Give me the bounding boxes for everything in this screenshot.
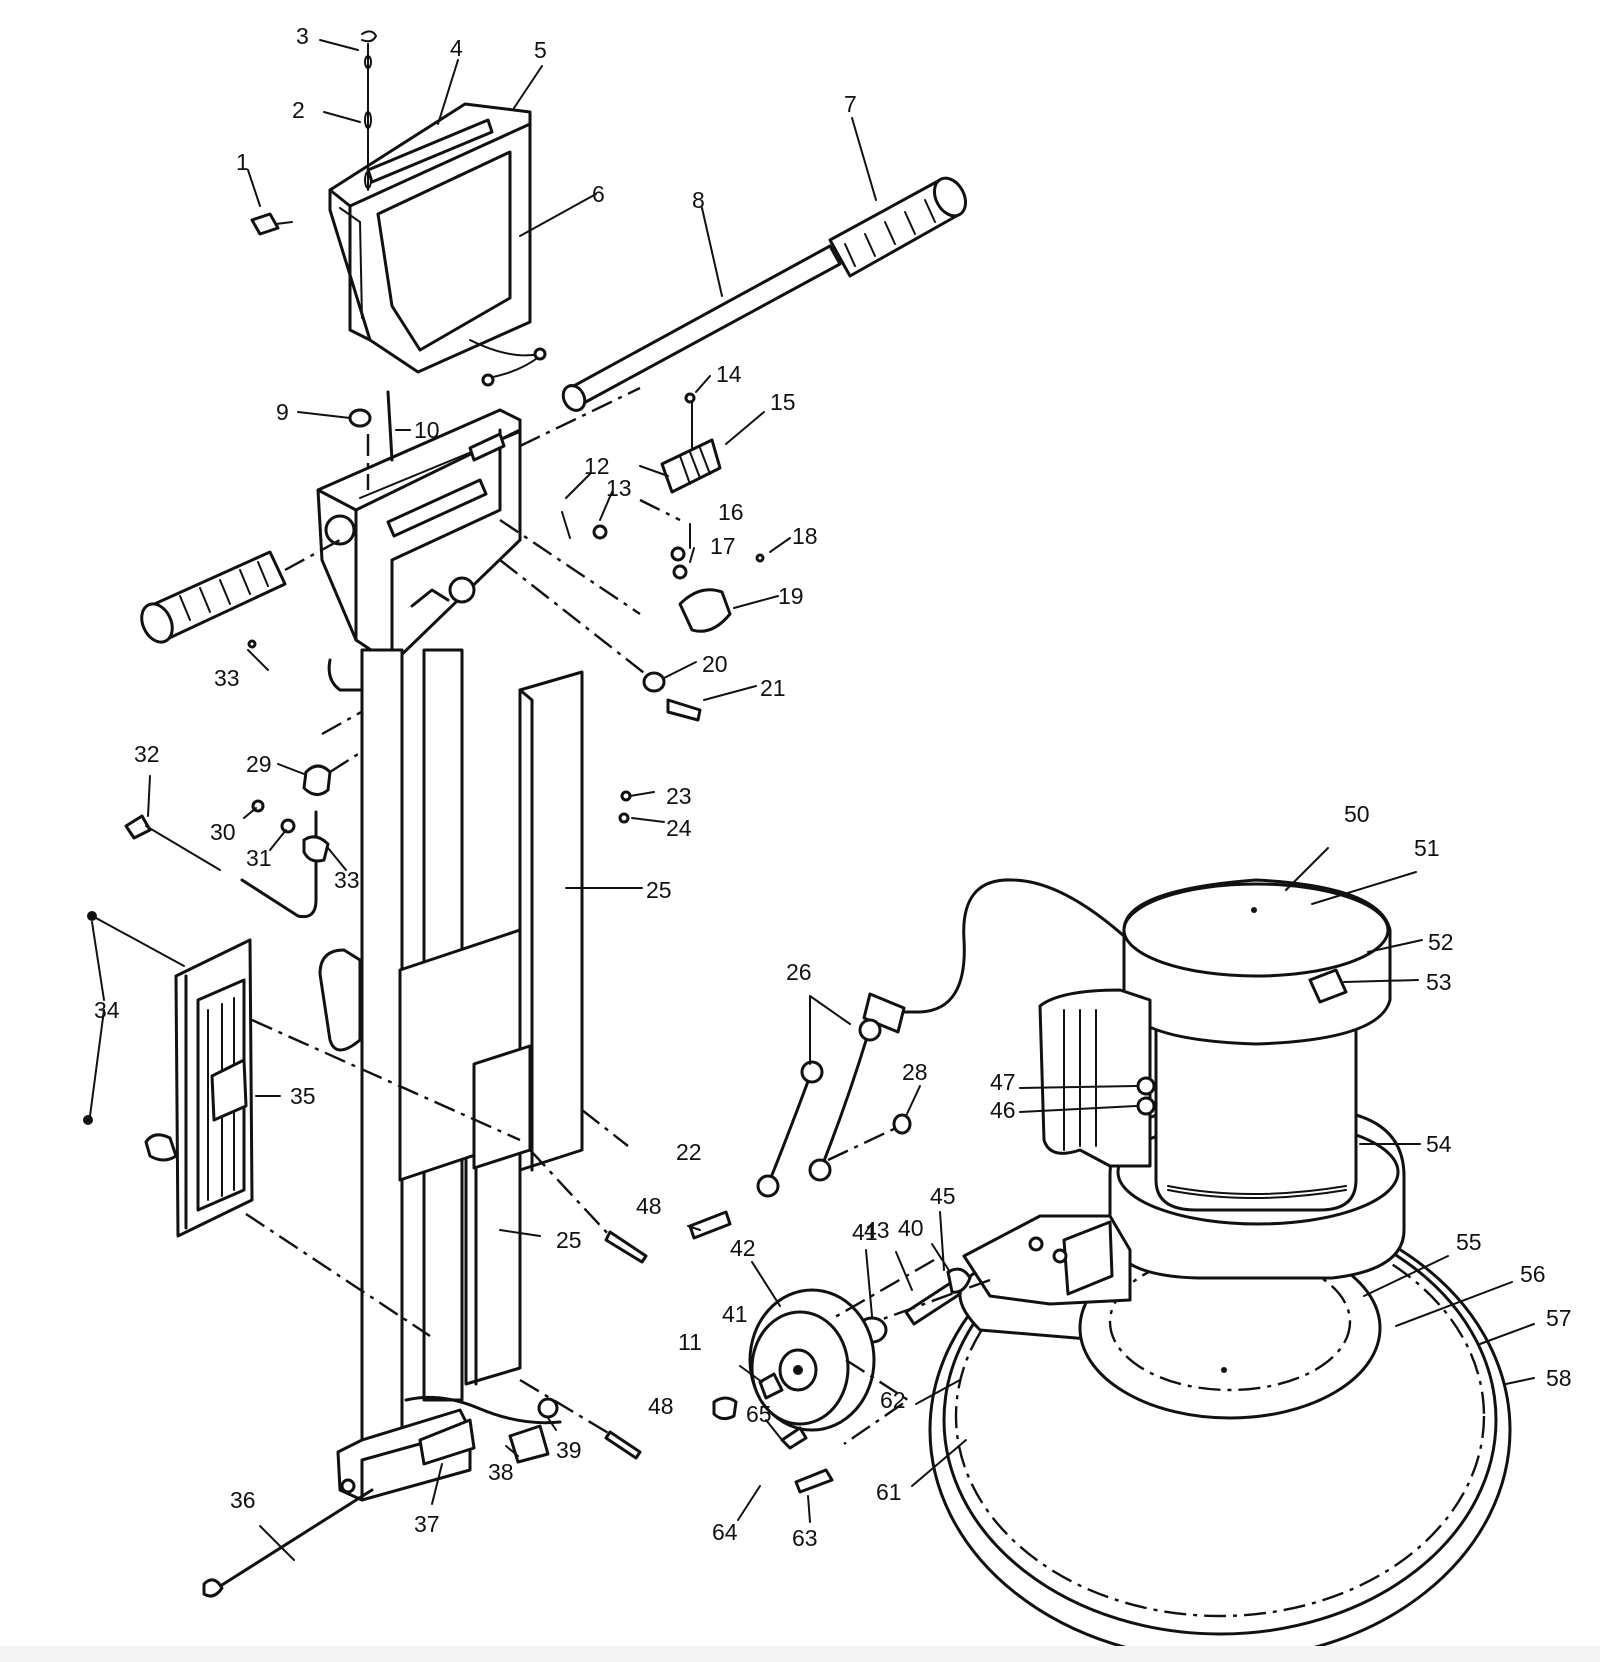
callout-22: 22 (676, 1139, 702, 1165)
callout-11: 11 (678, 1329, 702, 1355)
callout-53: 53 (1426, 969, 1452, 995)
callout-37: 37 (414, 1511, 440, 1537)
callout-12: 12 (584, 453, 610, 479)
callout-46: 46 (990, 1097, 1016, 1123)
bottom-strip (0, 1646, 1600, 1662)
callout-25a: 25 (646, 877, 672, 903)
callout-6: 6 (592, 181, 605, 207)
callout-32: 32 (134, 741, 160, 767)
callout-57: 57 (1546, 1305, 1572, 1331)
switch-bracket-plate (83, 911, 521, 1338)
callout-25b: 25 (556, 1227, 582, 1253)
callout-13: 13 (606, 475, 632, 501)
handle-head-bracket (316, 408, 522, 666)
callout-5: 5 (534, 37, 547, 63)
callout-64: 64 (712, 1519, 738, 1545)
callout-14: 14 (716, 361, 742, 387)
handle-bar-right (561, 176, 968, 412)
callout-17: 17 (710, 533, 736, 559)
callout-21: 21 (760, 675, 786, 701)
callout-63: 63 (792, 1525, 818, 1551)
handle-grip-left (140, 538, 341, 644)
callout-18: 18 (792, 523, 818, 549)
handle-cover-assembly (250, 30, 547, 387)
callout-2: 2 (292, 97, 305, 123)
callout-41a: 41 (722, 1301, 748, 1327)
callout-62: 62 (880, 1387, 906, 1413)
callout-labels: 1 2 3 4 5 6 7 8 9 10 11 12 13 14 15 16 1… (94, 23, 1572, 1551)
callout-20: 20 (702, 651, 728, 677)
callout-43: 43 (864, 1217, 890, 1243)
callout-55: 55 (1456, 1229, 1482, 1255)
callout-56: 56 (1520, 1261, 1546, 1287)
callout-34: 34 (94, 997, 120, 1023)
callout-30: 30 (210, 819, 236, 845)
leader-lines (89, 39, 1535, 1561)
callout-39: 39 (556, 1437, 582, 1463)
callout-65: 65 (746, 1401, 772, 1427)
callout-33b: 33 (334, 867, 360, 893)
callout-47: 47 (990, 1069, 1016, 1095)
control-parts (124, 386, 765, 919)
callout-4: 4 (450, 35, 463, 61)
handle-tube-frame (202, 648, 648, 1598)
callout-26: 26 (786, 959, 812, 985)
callout-61: 61 (876, 1479, 902, 1505)
callout-7: 7 (844, 91, 857, 117)
callout-48b: 48 (648, 1393, 674, 1419)
callout-23: 23 (666, 783, 692, 809)
callout-35: 35 (290, 1083, 316, 1109)
callout-8: 8 (692, 187, 705, 213)
callout-24: 24 (666, 815, 692, 841)
callout-15: 15 (770, 389, 796, 415)
callout-58: 58 (1546, 1365, 1572, 1391)
callout-3: 3 (296, 23, 309, 49)
callout-52: 52 (1428, 929, 1454, 955)
callout-36: 36 (230, 1487, 256, 1513)
callout-31: 31 (246, 845, 272, 871)
callout-9: 9 (276, 399, 289, 425)
callout-33a: 33 (214, 665, 240, 691)
callout-45: 45 (930, 1183, 956, 1209)
callout-40: 40 (898, 1215, 924, 1241)
callout-19: 19 (778, 583, 804, 609)
floor-machine-body (688, 878, 1512, 1662)
callout-54: 54 (1426, 1131, 1452, 1157)
callout-51: 51 (1414, 835, 1440, 861)
callout-50: 50 (1344, 801, 1370, 827)
callout-38: 38 (488, 1459, 514, 1485)
callout-41b: 41 (852, 1219, 878, 1245)
callout-28: 28 (902, 1059, 928, 1085)
callout-10: 10 (414, 417, 440, 443)
callout-42: 42 (730, 1235, 756, 1261)
callout-48a: 48 (636, 1193, 662, 1219)
callout-1: 1 (236, 149, 249, 175)
callout-16: 16 (718, 499, 744, 525)
callout-29: 29 (246, 751, 272, 777)
